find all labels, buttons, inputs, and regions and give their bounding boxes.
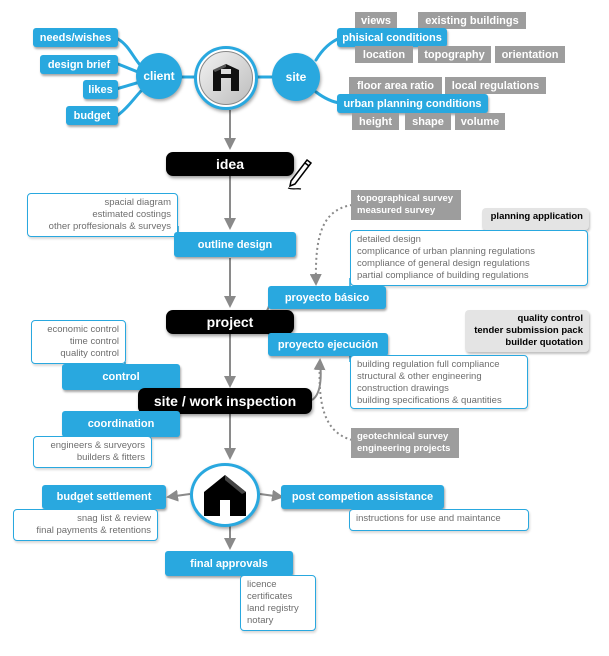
- control-tag: control: [62, 364, 180, 390]
- quality-line: quality control: [517, 313, 583, 324]
- height-tag: height: [352, 113, 399, 130]
- control-note: quality control: [60, 348, 119, 359]
- location-tag: location: [355, 46, 413, 63]
- budget-tag: budget: [66, 106, 118, 125]
- settlement-notes: snag list & review final payments & rete…: [13, 509, 158, 541]
- local-regulations-tag: local regulations: [445, 77, 546, 94]
- geo-line: geotechnical survey: [357, 431, 449, 442]
- planning-application-label: planning application: [490, 211, 583, 222]
- outline-design-tag: outline design: [174, 232, 296, 257]
- postcomp-note: instructions for use and maintance: [356, 513, 501, 524]
- post-competion-assistance-tag: post competion assistance: [281, 485, 444, 509]
- site-node: site: [272, 53, 320, 101]
- coordination-tag: coordination: [62, 411, 180, 437]
- coordination-notes: engineers & surveyors builders & fitters: [33, 436, 152, 468]
- outline-note: other proffesionals & surveys: [48, 221, 171, 232]
- volume-tag: volume: [455, 113, 505, 130]
- ejecucion-notes: building regulation full compliance stru…: [350, 355, 528, 409]
- basico-note: complicance of urban planning regulation…: [357, 246, 535, 257]
- control-note: time control: [69, 336, 119, 347]
- approvals-note: land registry: [247, 603, 299, 614]
- outline-note: estimated costings: [92, 209, 171, 220]
- ejecucion-note: construction drawings: [357, 383, 449, 394]
- budget-settlement-tag: budget settlement: [42, 485, 166, 509]
- house-icon: [204, 475, 246, 516]
- design-brief-tag: design brief: [40, 55, 118, 74]
- house-hub: [190, 463, 260, 527]
- pencil-icon: [287, 158, 313, 190]
- control-note: economic control: [47, 324, 119, 335]
- coordination-note: builders & fitters: [76, 452, 145, 463]
- geo-line: engineering projects: [357, 443, 451, 454]
- geotechnical-note: geotechnical survey engineering projects: [351, 428, 459, 458]
- existing-buildings-tag: existing buildings: [418, 12, 526, 29]
- final-approvals-tag: final approvals: [165, 551, 293, 576]
- client-node: client: [136, 53, 182, 99]
- approvals-notes: licence certificates land registry notar…: [240, 575, 316, 631]
- views-tag: views: [355, 12, 397, 29]
- site-work-inspection-stage: site / work inspection: [138, 388, 312, 414]
- approvals-note: certificates: [247, 591, 293, 602]
- planning-application-note: planning application: [482, 208, 589, 230]
- project-stage: project: [166, 310, 294, 334]
- quality-line: tender submission pack: [474, 325, 583, 336]
- needs-wishes-tag: needs/wishes: [33, 28, 118, 47]
- topography-tag: topography: [418, 46, 491, 63]
- architect-logo-icon: [213, 64, 239, 91]
- phisical-conditions-tag: phisical conditions: [337, 28, 447, 47]
- control-notes: economic control time control quality co…: [31, 320, 126, 364]
- survey-note: topographical survey measured survey: [351, 190, 461, 220]
- postcomp-notes: instructions for use and maintance: [349, 509, 529, 531]
- architect-logo: [194, 46, 258, 110]
- idea-stage: idea: [166, 152, 294, 176]
- proyecto-basico-tag: proyecto básico: [268, 286, 386, 309]
- quality-control-note: quality control tender submission pack b…: [465, 310, 589, 352]
- settlement-note: final payments & retentions: [36, 525, 151, 536]
- floor-area-ratio-tag: floor area ratio: [349, 77, 442, 94]
- outline-notes: spacial diagram estimated costings other…: [27, 193, 178, 237]
- urban-planning-conditions-tag: urban planning conditions: [337, 94, 488, 113]
- settlement-note: snag list & review: [77, 513, 151, 524]
- coordination-note: engineers & surveyors: [50, 440, 145, 451]
- outline-note: spacial diagram: [104, 197, 171, 208]
- basico-note: compliance of general design regulations: [357, 258, 530, 269]
- basico-note: detailed design: [357, 234, 421, 245]
- basico-note: partial compliance of building regulatio…: [357, 270, 529, 281]
- approvals-note: notary: [247, 615, 274, 626]
- quality-line: builder quotation: [505, 337, 583, 348]
- ejecucion-note: building regulation full compliance: [357, 359, 500, 370]
- likes-tag: likes: [83, 80, 118, 99]
- proyecto-ejecucion-tag: proyecto ejecución: [268, 333, 388, 356]
- approvals-note: licence: [247, 579, 277, 590]
- orientation-tag: orientation: [495, 46, 565, 63]
- shape-tag: shape: [405, 113, 451, 130]
- survey-line: measured survey: [357, 205, 436, 216]
- basico-notes: detailed design complicance of urban pla…: [350, 230, 588, 286]
- ejecucion-note: structural & other engineering: [357, 371, 482, 382]
- survey-line: topographical survey: [357, 193, 454, 204]
- ejecucion-note: building specifications & quantities: [357, 395, 502, 406]
